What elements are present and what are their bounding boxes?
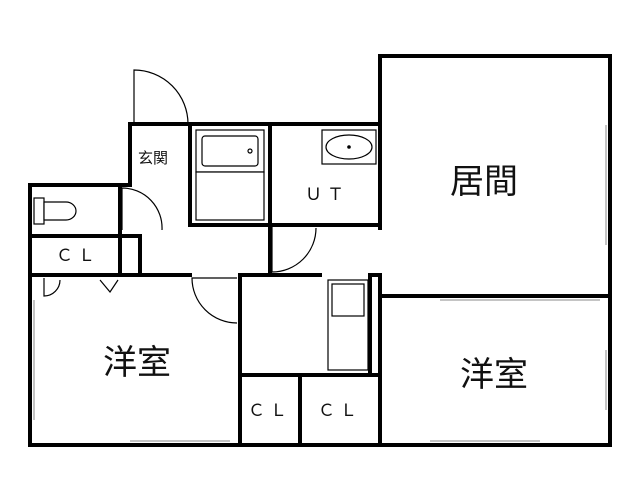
windows [33,125,607,442]
closet-left-label: ＣＬ [56,246,100,266]
fixtures [33,129,377,371]
room-left-door [191,277,238,324]
entrance-door [133,69,189,125]
closet-center-label: ＣＬ [248,401,292,421]
toilet-door [121,187,163,231]
western-room-left-label: 洋室 [103,343,171,383]
ut-door [271,227,317,273]
closet-right-label: ＣＬ [318,401,362,421]
entrance-label: 玄関 [138,149,168,167]
unit-bath-label: ＵＴ [305,185,349,205]
closet-left-door [43,278,119,297]
toilet [33,197,77,225]
room-labels: 居間 洋室 洋室 玄関 ＵＴ ＣＬ ＣＬ ＣＬ [56,149,528,421]
walls [28,54,612,447]
western-room-right-label: 洋室 [460,355,528,395]
living-room-label: 居間 [450,162,518,202]
doors [43,69,317,324]
